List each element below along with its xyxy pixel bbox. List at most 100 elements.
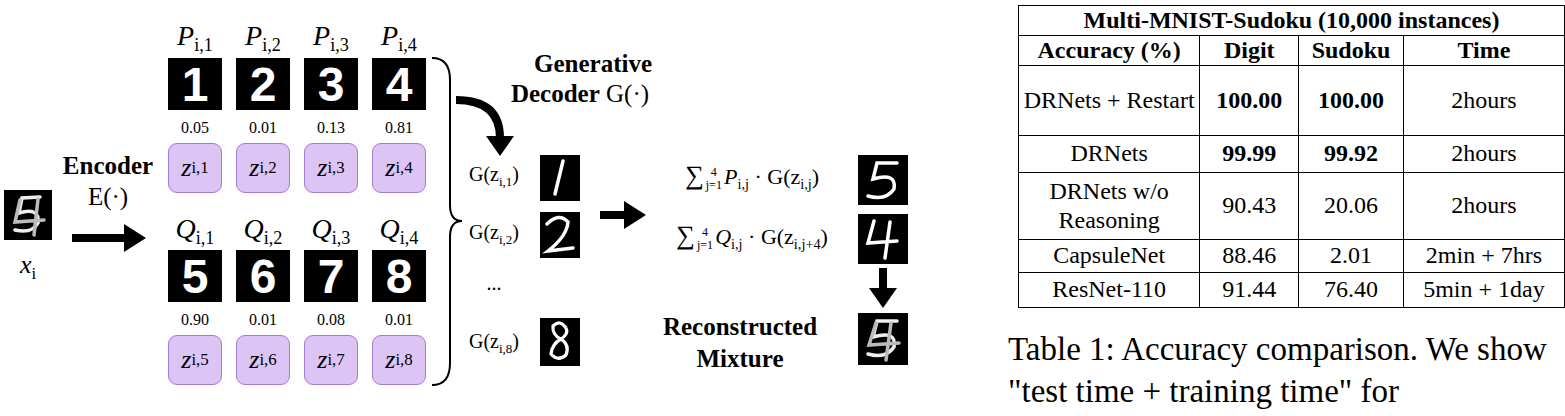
latent-box: zi,8 (372, 335, 426, 385)
subscript: i,2 (499, 232, 512, 247)
text: ∑ (685, 160, 704, 190)
subscript: i,j (737, 176, 749, 192)
table-cell: 90.43 (1200, 172, 1299, 239)
table-cell: CapsuleNet (1019, 239, 1200, 272)
sum-limits: 4j=1 (697, 226, 713, 251)
text: P (724, 164, 737, 189)
text: Q (715, 224, 731, 249)
latent-name: z (385, 345, 395, 375)
probability: 0.13 (317, 119, 345, 137)
table-header: Accuracy (%) (1038, 37, 1181, 63)
table-header: Sudoku (1312, 37, 1391, 63)
text: G(z (469, 330, 499, 352)
subscript: i,4 (395, 158, 412, 178)
digit-image: 4 (372, 58, 426, 110)
table-cell: 91.44 (1200, 272, 1299, 307)
digit-text: 6 (250, 249, 277, 304)
latent-box: zi,7 (304, 335, 358, 385)
latent-name: z (181, 345, 191, 375)
text: · G(z (754, 164, 800, 189)
table-cell: 99.99 (1200, 135, 1299, 172)
decoder-label: DecoderG(·) (511, 80, 649, 109)
text: x (20, 250, 32, 279)
text: Q (176, 213, 196, 244)
table-header: Multi-MNIST-Sudoku (10,000 instances) (1084, 7, 1500, 33)
caption: Table 1: Accuracy comparison. We show "t… (1008, 328, 1563, 412)
table-cell: 2.01 (1299, 239, 1404, 272)
latent-name: z (317, 153, 327, 183)
digit-text: 8 (386, 249, 413, 304)
subscript: i,5 (191, 350, 208, 370)
text: ) (812, 164, 819, 189)
table-cell-text: 2.01 (1330, 242, 1372, 268)
table-cell-text: 100.00 (1318, 87, 1384, 113)
table-row: ResNet-11091.4476.405min + 1day (1019, 272, 1565, 307)
table-cell-text: 2hours (1451, 140, 1516, 166)
decoder-output: G(zi,2) (469, 221, 519, 247)
subscript: i,6 (259, 350, 276, 370)
text: ) (512, 330, 519, 352)
sum-lower: j=1 (697, 239, 713, 252)
table-row: DRNets w/o Reasoning90.4320.062hours (1019, 172, 1565, 239)
text: Decoder (511, 80, 600, 107)
prob-name: Pi,1 (177, 20, 213, 56)
subscript: i,2 (259, 158, 276, 178)
digit-text: 4 (386, 57, 413, 112)
output-label: Mixture (696, 345, 783, 374)
table-cell-text: DRNets + Restart (1024, 87, 1195, 113)
table-cell: Accuracy (%) (1019, 35, 1200, 65)
text: Generative (534, 50, 652, 77)
prob-name: Pi,4 (381, 20, 417, 56)
table-cell-text: CapsuleNet (1053, 242, 1165, 268)
subscript: i,3 (330, 35, 349, 55)
text: 0.01 (249, 311, 277, 328)
table-cell: Digit (1200, 35, 1299, 65)
sum-limits: 4j=1 (706, 166, 722, 191)
digit-image: 8 (372, 250, 426, 302)
text: Reconstructed (663, 313, 817, 340)
table-cell-text: 2min + 7hrs (1426, 242, 1542, 268)
subscript: i,1 (499, 174, 512, 189)
subscript: i,7 (327, 350, 344, 370)
table-cell: Sudoku (1299, 35, 1404, 65)
text: P (381, 20, 398, 51)
text: E(·) (88, 183, 128, 210)
probability: 0.01 (249, 119, 277, 137)
table-cell: DRNets + Restart (1019, 65, 1200, 135)
text: 0.05 (181, 119, 209, 136)
digit-text: 7 (318, 249, 345, 304)
table-cell-text: 76.40 (1324, 276, 1378, 302)
subscript: i,j (731, 236, 743, 252)
table-cell-text: 90.43 (1222, 192, 1276, 218)
digit-text: 2 (250, 57, 277, 112)
probability: 0.81 (385, 119, 413, 137)
table-cell: 2hours (1403, 65, 1564, 135)
sum-lower: j=1 (706, 179, 722, 192)
encoder-func: E(·) (88, 183, 128, 212)
text: G(·) (606, 80, 649, 107)
text: ) (512, 221, 519, 243)
text: ∑ (676, 220, 695, 250)
prob-name: Pi,2 (245, 20, 281, 56)
table-cell-text: DRNets w/o Reasoning (1050, 178, 1169, 233)
ellipsis: ... (487, 272, 502, 295)
prob-name: Qi,4 (380, 213, 419, 249)
probability: 0.90 (181, 311, 209, 329)
table-cell: 99.92 (1299, 135, 1404, 172)
table-cell: 100.00 (1200, 65, 1299, 135)
latent-name: z (249, 153, 259, 183)
digit-text: 1 (182, 57, 209, 112)
text: · G(z (748, 224, 794, 249)
probability: 0.08 (317, 311, 345, 329)
text: Mixture (696, 345, 783, 372)
digit-image: 1 (168, 58, 222, 110)
output-label: Reconstructed (663, 313, 817, 342)
table-cell: 88.46 (1200, 239, 1299, 272)
sum-upper: 4 (711, 166, 717, 179)
prob-name: Qi,1 (176, 213, 215, 249)
latent-box: zi,1 (168, 143, 222, 193)
encoder-label: Encoder (63, 152, 153, 181)
text: Encoder (63, 152, 153, 179)
table-row: DRNets99.9999.922hours (1019, 135, 1565, 172)
table-row: DRNets + Restart100.00100.002hours (1019, 65, 1565, 135)
